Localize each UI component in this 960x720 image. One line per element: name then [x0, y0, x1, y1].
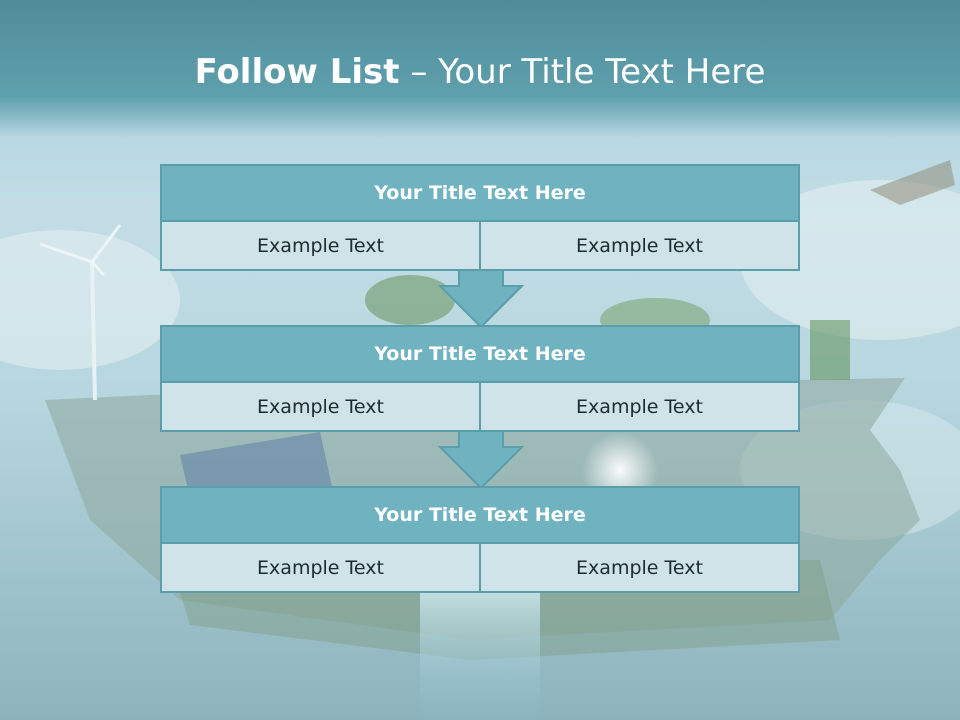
down-arrow-icon — [438, 431, 524, 489]
block-row: Example Text Example Text — [162, 544, 798, 591]
down-arrow-icon — [438, 270, 524, 328]
block-row: Example Text Example Text — [162, 383, 798, 430]
block-title: Your Title Text Here — [162, 488, 798, 544]
block-title: Your Title Text Here — [162, 327, 798, 383]
block-cell-left: Example Text — [162, 222, 479, 269]
block-cell-right: Example Text — [479, 222, 798, 269]
slide-title-bold: Follow List — [194, 52, 400, 92]
list-block-1: Your Title Text Here Example Text Exampl… — [160, 164, 800, 271]
slide-title-rest: – Your Title Text Here — [399, 52, 766, 92]
block-cell-right: Example Text — [479, 544, 798, 591]
list-block-2: Your Title Text Here Example Text Exampl… — [160, 325, 800, 432]
slide-title: Follow List – Your Title Text Here — [0, 52, 960, 92]
list-block-3: Your Title Text Here Example Text Exampl… — [160, 486, 800, 593]
block-cell-left: Example Text — [162, 544, 479, 591]
block-title: Your Title Text Here — [162, 166, 798, 222]
header-band — [0, 0, 960, 138]
block-cell-left: Example Text — [162, 383, 479, 430]
block-row: Example Text Example Text — [162, 222, 798, 269]
block-cell-right: Example Text — [479, 383, 798, 430]
